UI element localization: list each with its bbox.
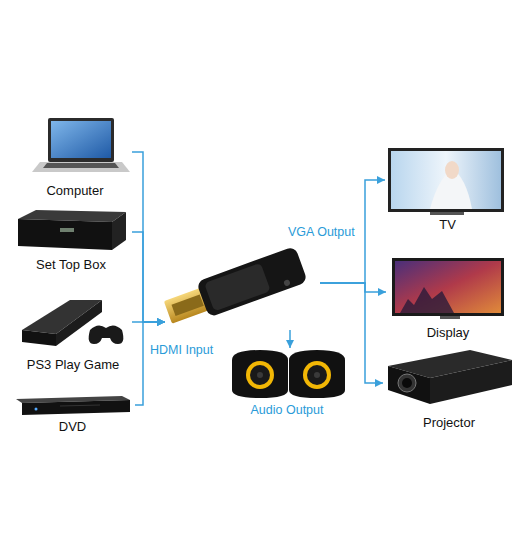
adapter-body — [196, 246, 308, 318]
laptop-base — [32, 162, 130, 172]
laptop-keyboard — [43, 163, 119, 168]
display-scene — [400, 287, 454, 313]
speaker-ring — [303, 361, 331, 389]
arrowhead — [157, 318, 165, 326]
arrowhead — [375, 379, 383, 387]
game-console-node: PS3 Play Game — [14, 292, 132, 374]
adapter-panel — [204, 263, 271, 312]
display-stand — [440, 316, 460, 319]
arrowhead — [157, 318, 165, 326]
speaker-cap — [257, 372, 263, 378]
connector-line — [135, 322, 165, 405]
display-screen — [395, 261, 501, 313]
device-label: Computer — [46, 183, 103, 198]
connector-line — [132, 152, 165, 322]
box-front — [18, 219, 112, 250]
display-picture — [392, 258, 504, 319]
box-side — [112, 212, 126, 250]
arrowhead — [378, 288, 386, 296]
tv-screen — [391, 151, 501, 209]
dvd-player-node: DVD — [10, 390, 135, 436]
arrowhead — [157, 318, 165, 326]
connector — [132, 232, 165, 326]
speaker-cone — [250, 365, 270, 385]
arrowhead — [157, 318, 165, 326]
console-front — [22, 330, 56, 346]
computer-node: Computer — [18, 112, 132, 200]
tv-picture — [388, 148, 504, 215]
port-label: Audio Output — [251, 403, 324, 418]
speaker-cone — [307, 365, 327, 385]
dvd-player-picture — [16, 396, 130, 415]
speaker-body — [232, 350, 288, 398]
display-node: Display — [386, 250, 510, 342]
connector — [320, 283, 383, 387]
tv-frame — [388, 148, 504, 212]
projector-picture — [388, 350, 512, 404]
dvd-light — [35, 408, 38, 411]
hdmi-plug-slot — [171, 294, 203, 316]
connector-line — [132, 232, 165, 322]
port-label: HDMI Input — [150, 343, 305, 358]
projector-lens — [398, 374, 416, 392]
connector — [320, 283, 386, 296]
set-top-box-picture — [18, 210, 126, 250]
speakers-picture — [232, 350, 345, 398]
device-label: PS3 Play Game — [27, 357, 120, 372]
device-label: Set Top Box — [36, 257, 106, 272]
audio-jack — [283, 279, 291, 287]
adapter-picture — [161, 246, 307, 330]
set-top-box-node: Set Top Box — [10, 206, 132, 274]
arrowhead — [286, 340, 294, 348]
projector-node: Projector — [383, 346, 515, 432]
device-label: Projector — [423, 415, 475, 430]
connector — [135, 318, 165, 405]
speaker-node: Audio Output — [222, 348, 352, 420]
laptop-picture — [32, 118, 130, 172]
tv-node: TV — [385, 142, 510, 234]
speaker-body — [289, 350, 345, 398]
controller — [89, 325, 124, 344]
laptop-lid — [48, 118, 114, 162]
adapter-node: VGA OutputHDMI Input — [165, 245, 320, 330]
box-display — [60, 228, 74, 232]
connector-line — [320, 283, 386, 292]
game-console-picture — [22, 300, 123, 346]
connector — [132, 152, 165, 326]
laptop-screen — [51, 121, 111, 158]
display-frame — [392, 258, 504, 316]
device-label: TV — [439, 217, 456, 232]
dvd-tray — [60, 405, 100, 406]
connector-line — [320, 283, 383, 383]
projector-side — [430, 360, 512, 404]
device-label: Display — [427, 325, 470, 340]
device-label: DVD — [59, 419, 86, 434]
connector — [286, 330, 294, 348]
speaker-cap — [314, 372, 320, 378]
projector-lens-core — [402, 378, 412, 388]
speaker-ring — [246, 361, 274, 389]
tv-stand — [430, 212, 464, 215]
dvd-front — [22, 400, 130, 415]
arrowhead — [377, 176, 385, 184]
projector-front — [388, 366, 430, 404]
tv-face — [445, 161, 459, 179]
port-label: VGA Output — [288, 225, 443, 240]
